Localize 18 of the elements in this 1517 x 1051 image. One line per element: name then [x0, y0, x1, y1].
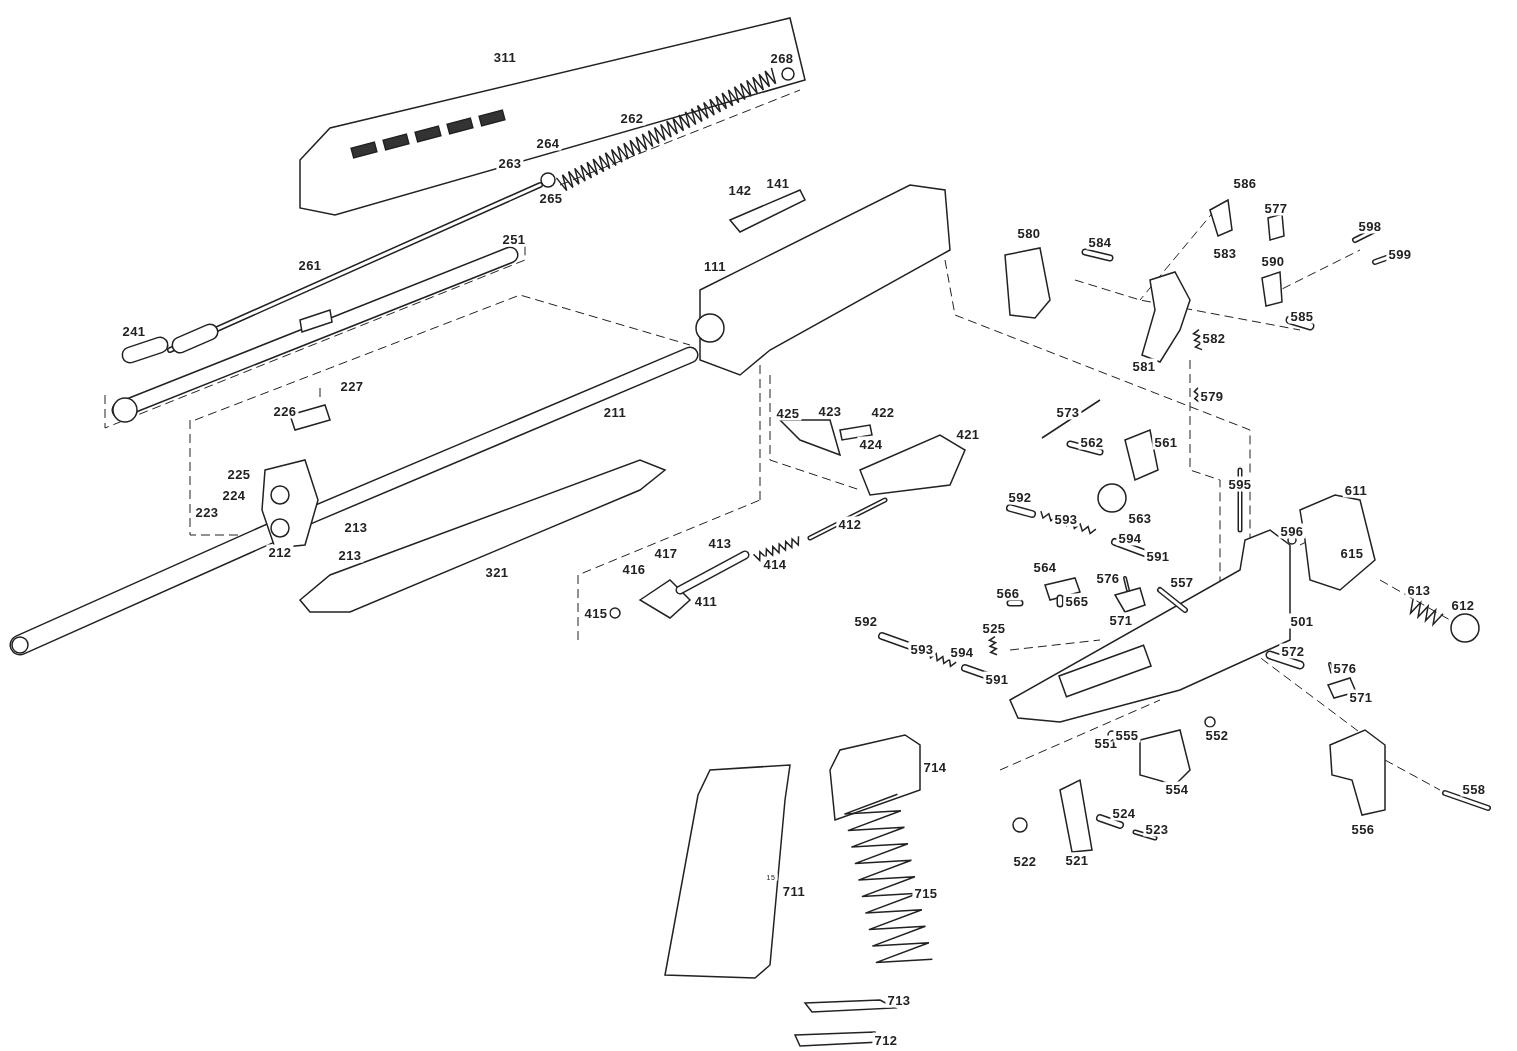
- callout-number: 576: [1331, 660, 1359, 676]
- callout-number: 414: [761, 556, 789, 572]
- callout-number: 591: [983, 671, 1011, 687]
- callout-number: 712: [872, 1032, 900, 1048]
- callout-number: 581: [1130, 358, 1158, 374]
- callout-number: 596: [1278, 523, 1306, 539]
- callout-number: 593: [908, 641, 936, 657]
- callout-number: 554: [1163, 781, 1191, 797]
- callout-number: 565: [1063, 593, 1091, 609]
- callout-number: 424: [857, 436, 885, 452]
- callout-number: 412: [836, 516, 864, 532]
- callout-number: 212: [266, 544, 294, 560]
- callout-number: 501: [1288, 613, 1316, 629]
- callout-number: 561: [1152, 434, 1180, 450]
- callout-number: 572: [1279, 643, 1307, 659]
- callout-number: 595: [1226, 476, 1254, 492]
- callout-number: 591: [1144, 548, 1172, 564]
- callout-number: 571: [1347, 689, 1375, 705]
